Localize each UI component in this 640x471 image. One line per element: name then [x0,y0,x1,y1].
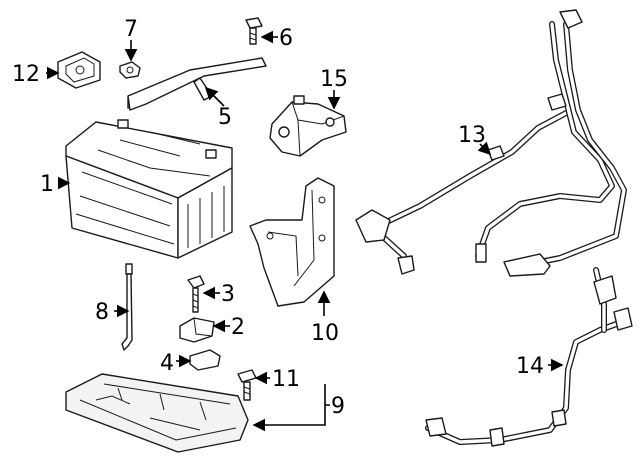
bracket-clip [57,51,101,89]
callout-14: 14 [516,354,544,379]
callout-13: 13 [458,123,486,148]
callout-6: 6 [279,26,293,51]
hold-down-bracket [127,57,267,111]
hold-down-bolt [187,275,205,313]
leader-13 [477,141,492,156]
negative-cable [425,267,633,447]
callout-3: 3 [221,282,235,307]
callout-9: 9 [331,394,345,419]
bracket-bolt [245,17,263,45]
retainer-clip [189,349,221,371]
leader-lines [46,30,564,432]
j-bolt-rod [121,263,133,351]
callout-2: 2 [231,315,245,340]
callout-5: 5 [218,105,232,130]
nut [119,61,141,79]
callout-4: 4 [160,351,174,376]
battery-tray [65,373,249,453]
callout-12: 12 [12,62,40,87]
battery-sensor [269,95,347,157]
callout-10: 10 [311,321,339,346]
terminal-cover [179,317,215,343]
callout-7: 7 [124,17,138,42]
tray-bolt [237,369,257,401]
battery [65,119,233,259]
callout-8: 8 [95,300,109,325]
callout-11: 11 [272,367,300,392]
positive-cable-harness [355,9,627,277]
callout-1: 1 [40,172,54,197]
leader-9 [252,404,330,432]
callout-15: 15 [320,67,348,92]
mounting-bracket [249,177,335,307]
leader-5 [204,86,225,107]
callout-labels: 1 2 3 4 5 6 7 8 9 10 11 12 13 14 15 [12,17,544,419]
